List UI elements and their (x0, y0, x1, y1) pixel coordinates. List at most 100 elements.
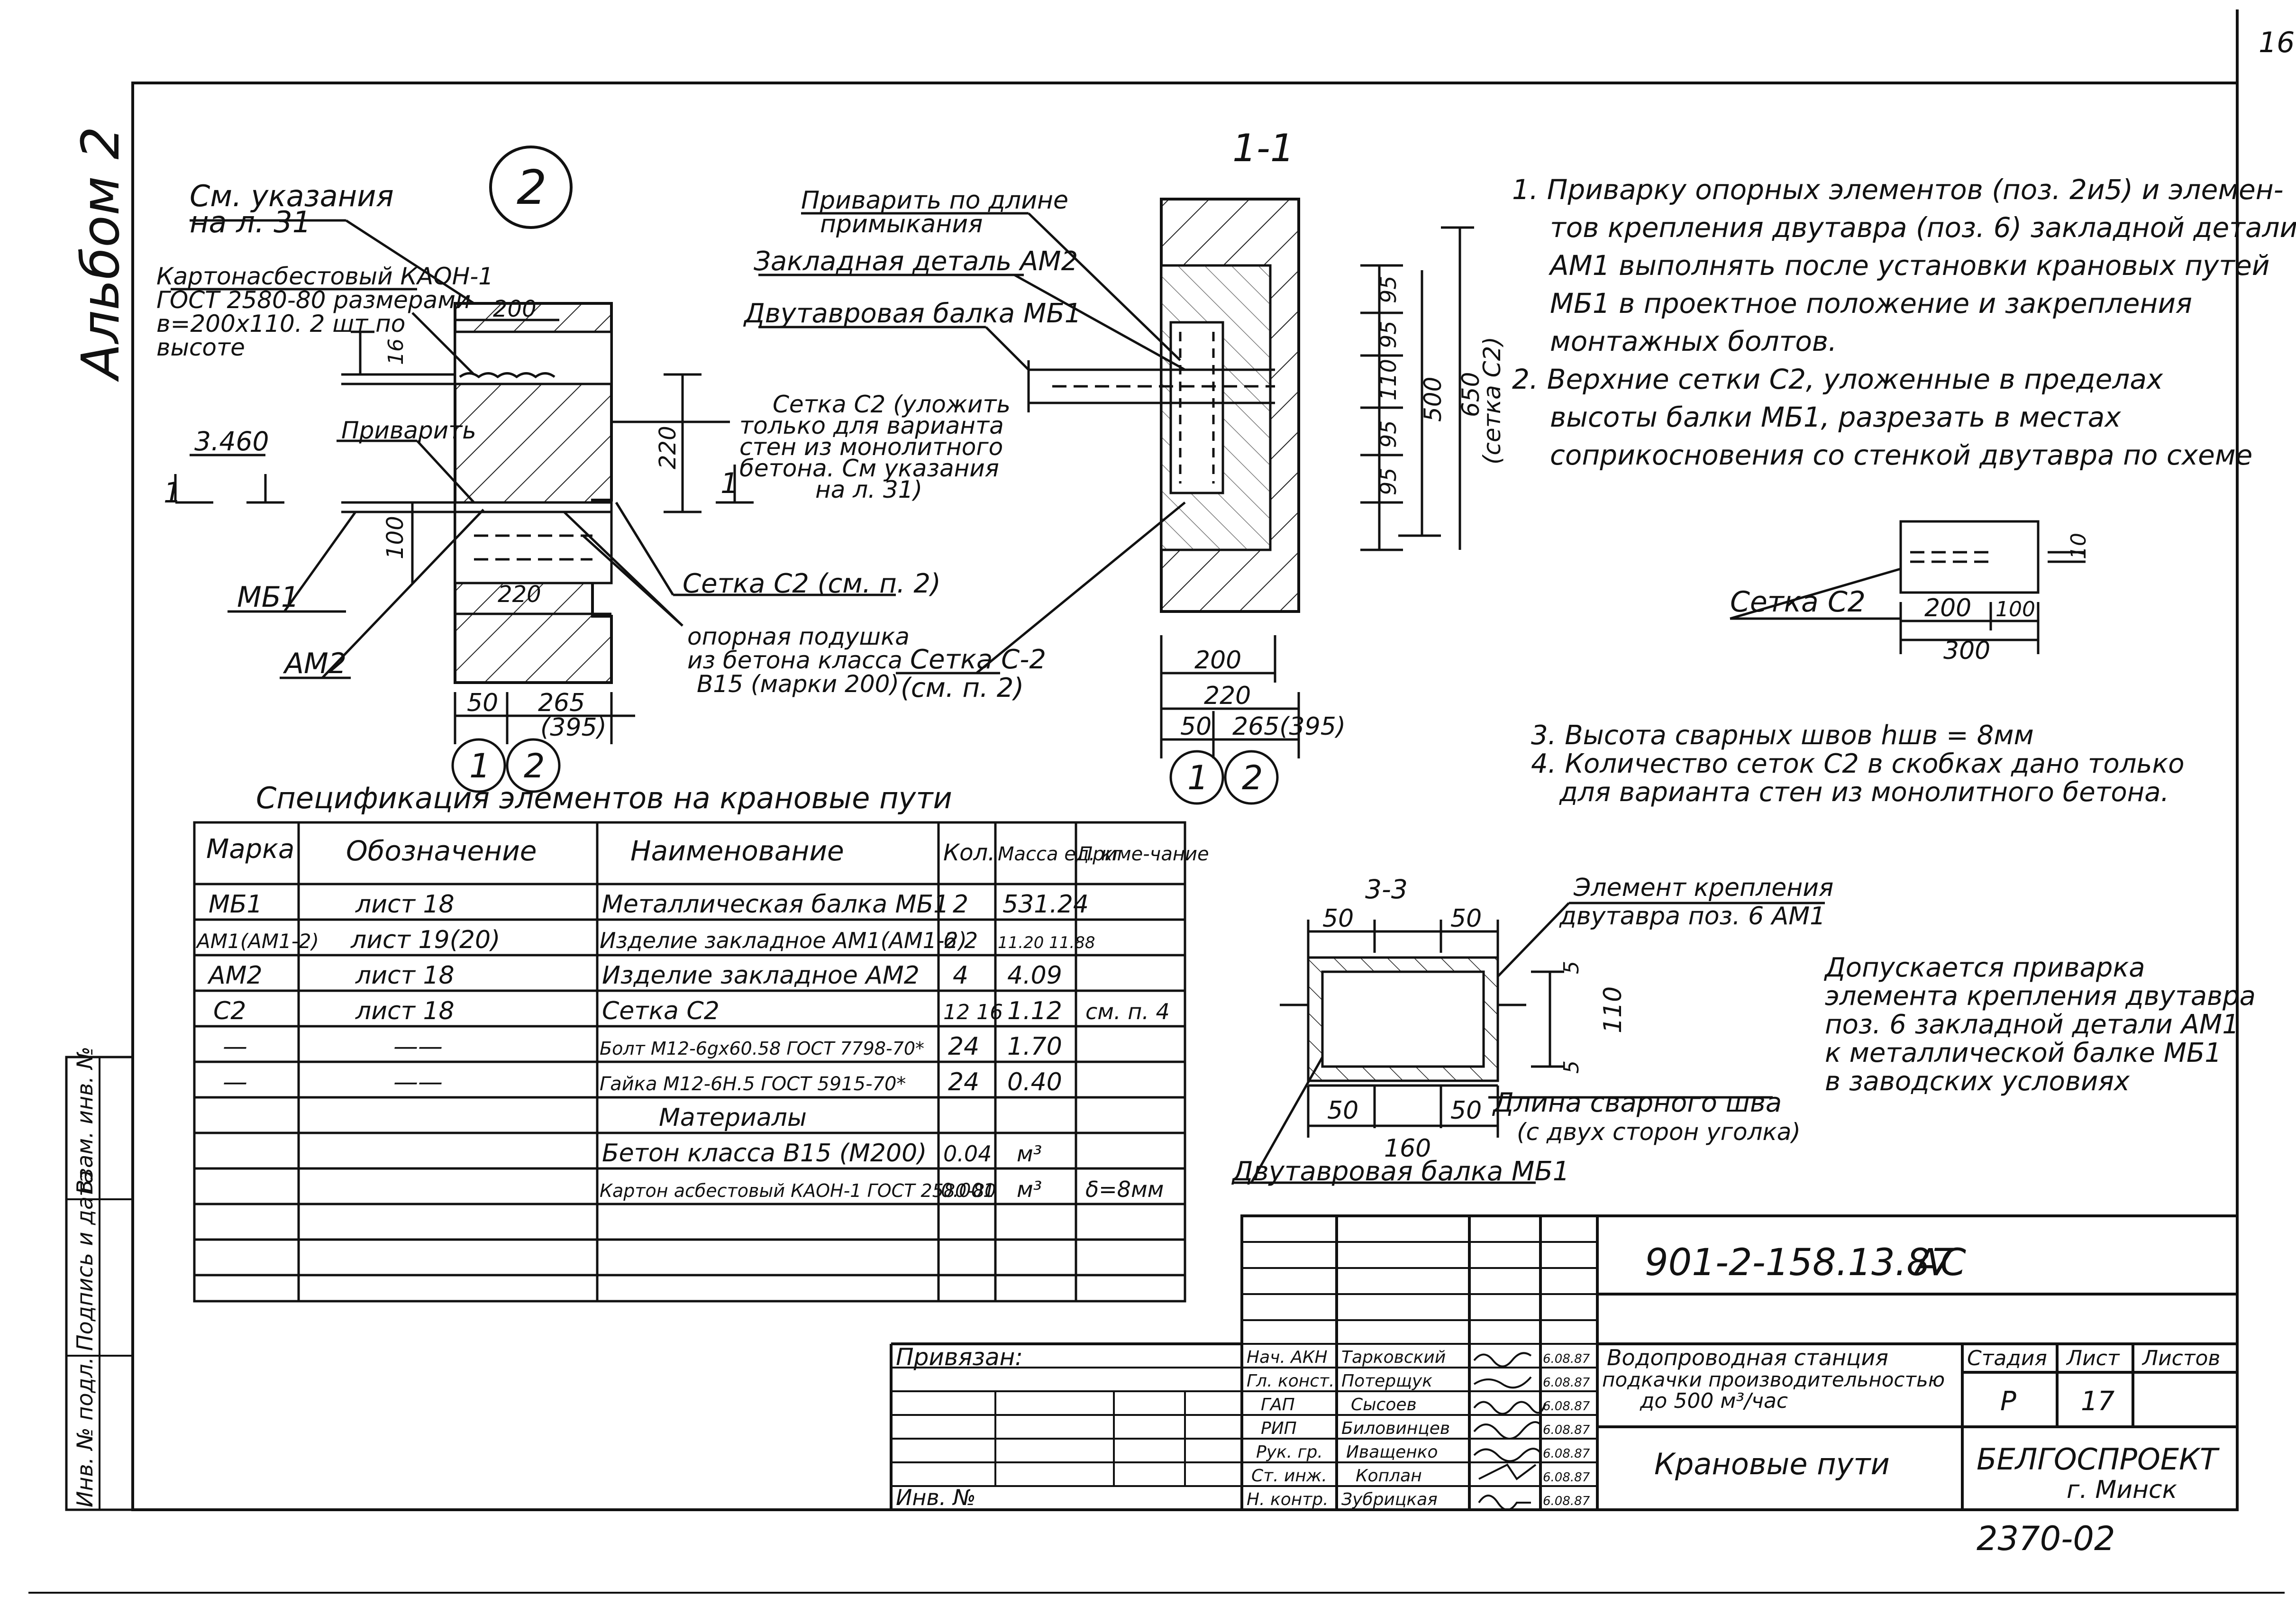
dim-160: 160 (1384, 1134, 1431, 1163)
date: 6.08.87 (1543, 1376, 1590, 1390)
section-1-1-title: 1-1 (1232, 126, 1294, 170)
stage-value: Р (2000, 1386, 2016, 1417)
karton-line-1: Картонасбестовый КАОН-1 (156, 263, 493, 290)
dim-650-note: (сетка С2) (1478, 337, 1506, 465)
stamp-inv-podl: Инв. № подл. (72, 1357, 98, 1507)
karton-line-3: в=200х110. 2 шт по (156, 310, 405, 338)
spec-header-note: Приме-чание (1078, 843, 1209, 865)
permit-note: Допускается приварка элемента крепления … (1823, 952, 2256, 1097)
dim-100: 100 (382, 516, 409, 559)
table-row: — (223, 1068, 247, 1096)
dim-110: 110 (1376, 359, 1401, 401)
notes-2: 3. Высота сварных швов hшв = 8мм 4. Коли… (1531, 720, 2185, 808)
setka-scheme: Сетка С2 10 200 100 300 (1730, 520, 2091, 665)
role: Гл. конст. (1247, 1371, 1334, 1391)
table-row: Сетка С2 (602, 997, 720, 1025)
label-mb1: МБ1 (237, 581, 299, 614)
table-row: — (223, 1032, 247, 1061)
org-city: г. Минск (2067, 1476, 2178, 1504)
dim-5-a: 5 (1559, 961, 1584, 974)
weld-length-2: (с двух сторон уголка) (1517, 1118, 1801, 1146)
note-line: 1. Приварку опорных элементов (поз. 2и5)… (1512, 173, 2284, 206)
role: ГАП (1261, 1395, 1295, 1414)
side-stamp: Инв. № подл. Подпись и дата Взам. инв. № (65, 1047, 134, 1511)
level-mark: 3.460 (194, 426, 269, 456)
setka-dim-200: 200 (1924, 594, 1971, 622)
dim-5-b: 5 (1559, 1060, 1584, 1074)
dim-650: 650 (1457, 372, 1485, 417)
dim-220-vertical: 220 (655, 426, 681, 469)
setka-c2-line-3: стен из монолитного (739, 433, 1003, 461)
table-row: 531.24 (1002, 890, 1089, 919)
object-line-3: до 500 м³/час (1640, 1389, 1788, 1413)
inv-label: Инв. № (896, 1485, 976, 1510)
album-label: Альбом 2 (70, 127, 131, 382)
org-name: БЕЛГОСПРОЕКТ (1977, 1442, 2220, 1477)
setka-c2-line-4: бетона. См указания (739, 455, 999, 482)
table-row: лист 18 (355, 890, 455, 919)
date: 6.08.87 (1543, 1494, 1590, 1508)
table-row: —— (393, 1032, 443, 1061)
dim-50-c: 50 (1327, 1096, 1358, 1125)
dim-265-395: 265(395) (1232, 712, 1346, 741)
spec-header-mass: Масса ед. кг (998, 843, 1123, 865)
dim-220: 220 (1204, 682, 1251, 710)
table-row: Материалы (659, 1104, 807, 1132)
element-line-1: Элемент крепления (1573, 874, 1833, 902)
dim-50-a: 50 (1322, 904, 1354, 933)
axis-circle-2 (1224, 750, 1279, 805)
name: Сысоев (1351, 1395, 1417, 1414)
section-1-1: 1-1 (743, 126, 1506, 805)
notes: 1. Приварку опорных элементов (поз. 2и5)… (1512, 173, 2296, 471)
podushka-line-1: опорная подушка (687, 623, 910, 650)
section-3-3: 3-3 Элемент крепления (1231, 874, 1833, 1187)
section-3-3-title: 3-3 (1365, 874, 1408, 904)
weld-length-2: примыкания (820, 210, 983, 238)
table-row: лист 18 (355, 997, 455, 1025)
project-code: 901-2-158.13.87 (1645, 1241, 1954, 1284)
sheet-value: 17 (2081, 1386, 2115, 1417)
weld-length-1: Приварить по длине (801, 186, 1068, 215)
table-row: 2 (953, 890, 968, 919)
setka-c2-line-1: Сетка С2 (уложить (773, 391, 1011, 418)
permit-line: к металлической балке МБ1 (1825, 1038, 2222, 1068)
permit-line: в заводских условиях (1825, 1066, 2130, 1097)
axis-label-2: 2 (1242, 758, 1263, 797)
table-row: 1.70 (1007, 1032, 1062, 1061)
note-line: МБ1 в проектное положение и закрепления (1550, 287, 2192, 319)
stage-header: Стадия (1967, 1346, 2047, 1370)
table-row: Изделие закладное АМ1(АМ1-2) (600, 928, 967, 953)
sheet-corner-number: 16 (2259, 26, 2295, 59)
object-line-2: подкачки производительностью (1602, 1368, 1945, 1391)
table-row: С2 (213, 997, 246, 1025)
weld-length-1: Длина сварного шва (1492, 1087, 1782, 1118)
set-code: АС (1913, 1241, 1966, 1284)
table-row: δ=8мм (1085, 1177, 1164, 1202)
dim-50-d: 50 (1450, 1096, 1482, 1125)
table-row: м³ (1017, 1177, 1042, 1202)
table-row: лист 19(20) (350, 926, 500, 954)
setka-c2-pn: Сетка С2 (см. п. 2) (683, 568, 941, 599)
note-line: тов крепления двутавра (поз. 6) закладно… (1550, 211, 2296, 244)
dim-95-c: 95 (1376, 420, 1401, 448)
dim-220-horizontal: 220 (498, 581, 541, 608)
setka-c2b-1: Сетка С-2 (910, 644, 1046, 675)
dim-16: 16 (384, 338, 408, 365)
note-line: монтажных болтов. (1550, 325, 1837, 357)
name: Потерщук (1341, 1371, 1432, 1391)
weld-label: Приварить (341, 417, 476, 444)
karton-line-4: высоте (156, 334, 245, 361)
table-row: Картон асбестовый КАОН-1 ГОСТ 2580-80 (600, 1180, 996, 1201)
detail-circle-number: 2 (517, 160, 547, 215)
dim-395: (395) (540, 713, 607, 742)
spec-title: Спецификация элементов на крановые пути (256, 781, 952, 815)
note-line: 2. Верхние сетки С2, уложенные в предела… (1512, 363, 2163, 395)
table-row: 4 (953, 961, 968, 990)
beam-label-3-3: Двутавровая балка МБ1 (1231, 1156, 1569, 1187)
element-line-2: двутавра поз. 6 АМ1 (1559, 902, 1825, 931)
label-am2: АМ2 (282, 647, 346, 680)
table-row: —— (393, 1068, 443, 1096)
role: Н. контр. (1247, 1490, 1329, 1509)
spec-table: Спецификация элементов на крановые пути … (193, 781, 1209, 1303)
cut-mark-right: 1 (720, 467, 738, 500)
